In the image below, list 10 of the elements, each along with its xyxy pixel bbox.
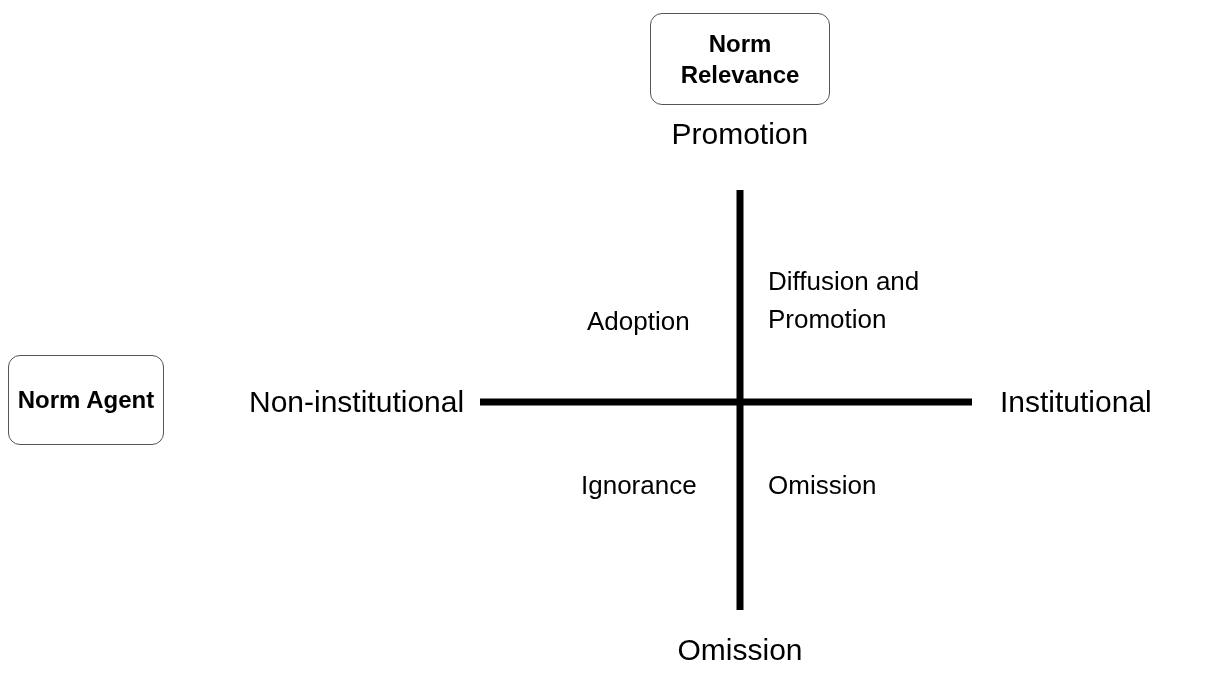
quadrant-label: Diffusion and Promotion xyxy=(768,265,921,336)
axis-label: Promotion xyxy=(671,116,809,152)
quadrant-label: Adoption xyxy=(587,305,690,338)
axis-label: Non-institutional xyxy=(249,384,465,420)
axis-label: Institutional xyxy=(1000,384,1152,420)
label-box: Norm Agent xyxy=(8,355,164,445)
quadrant-label: Ignorance xyxy=(581,469,697,502)
axis-label: Omission xyxy=(677,632,803,668)
label-box: Norm Relevance xyxy=(650,13,830,105)
quadrant-label: Omission xyxy=(768,469,877,502)
